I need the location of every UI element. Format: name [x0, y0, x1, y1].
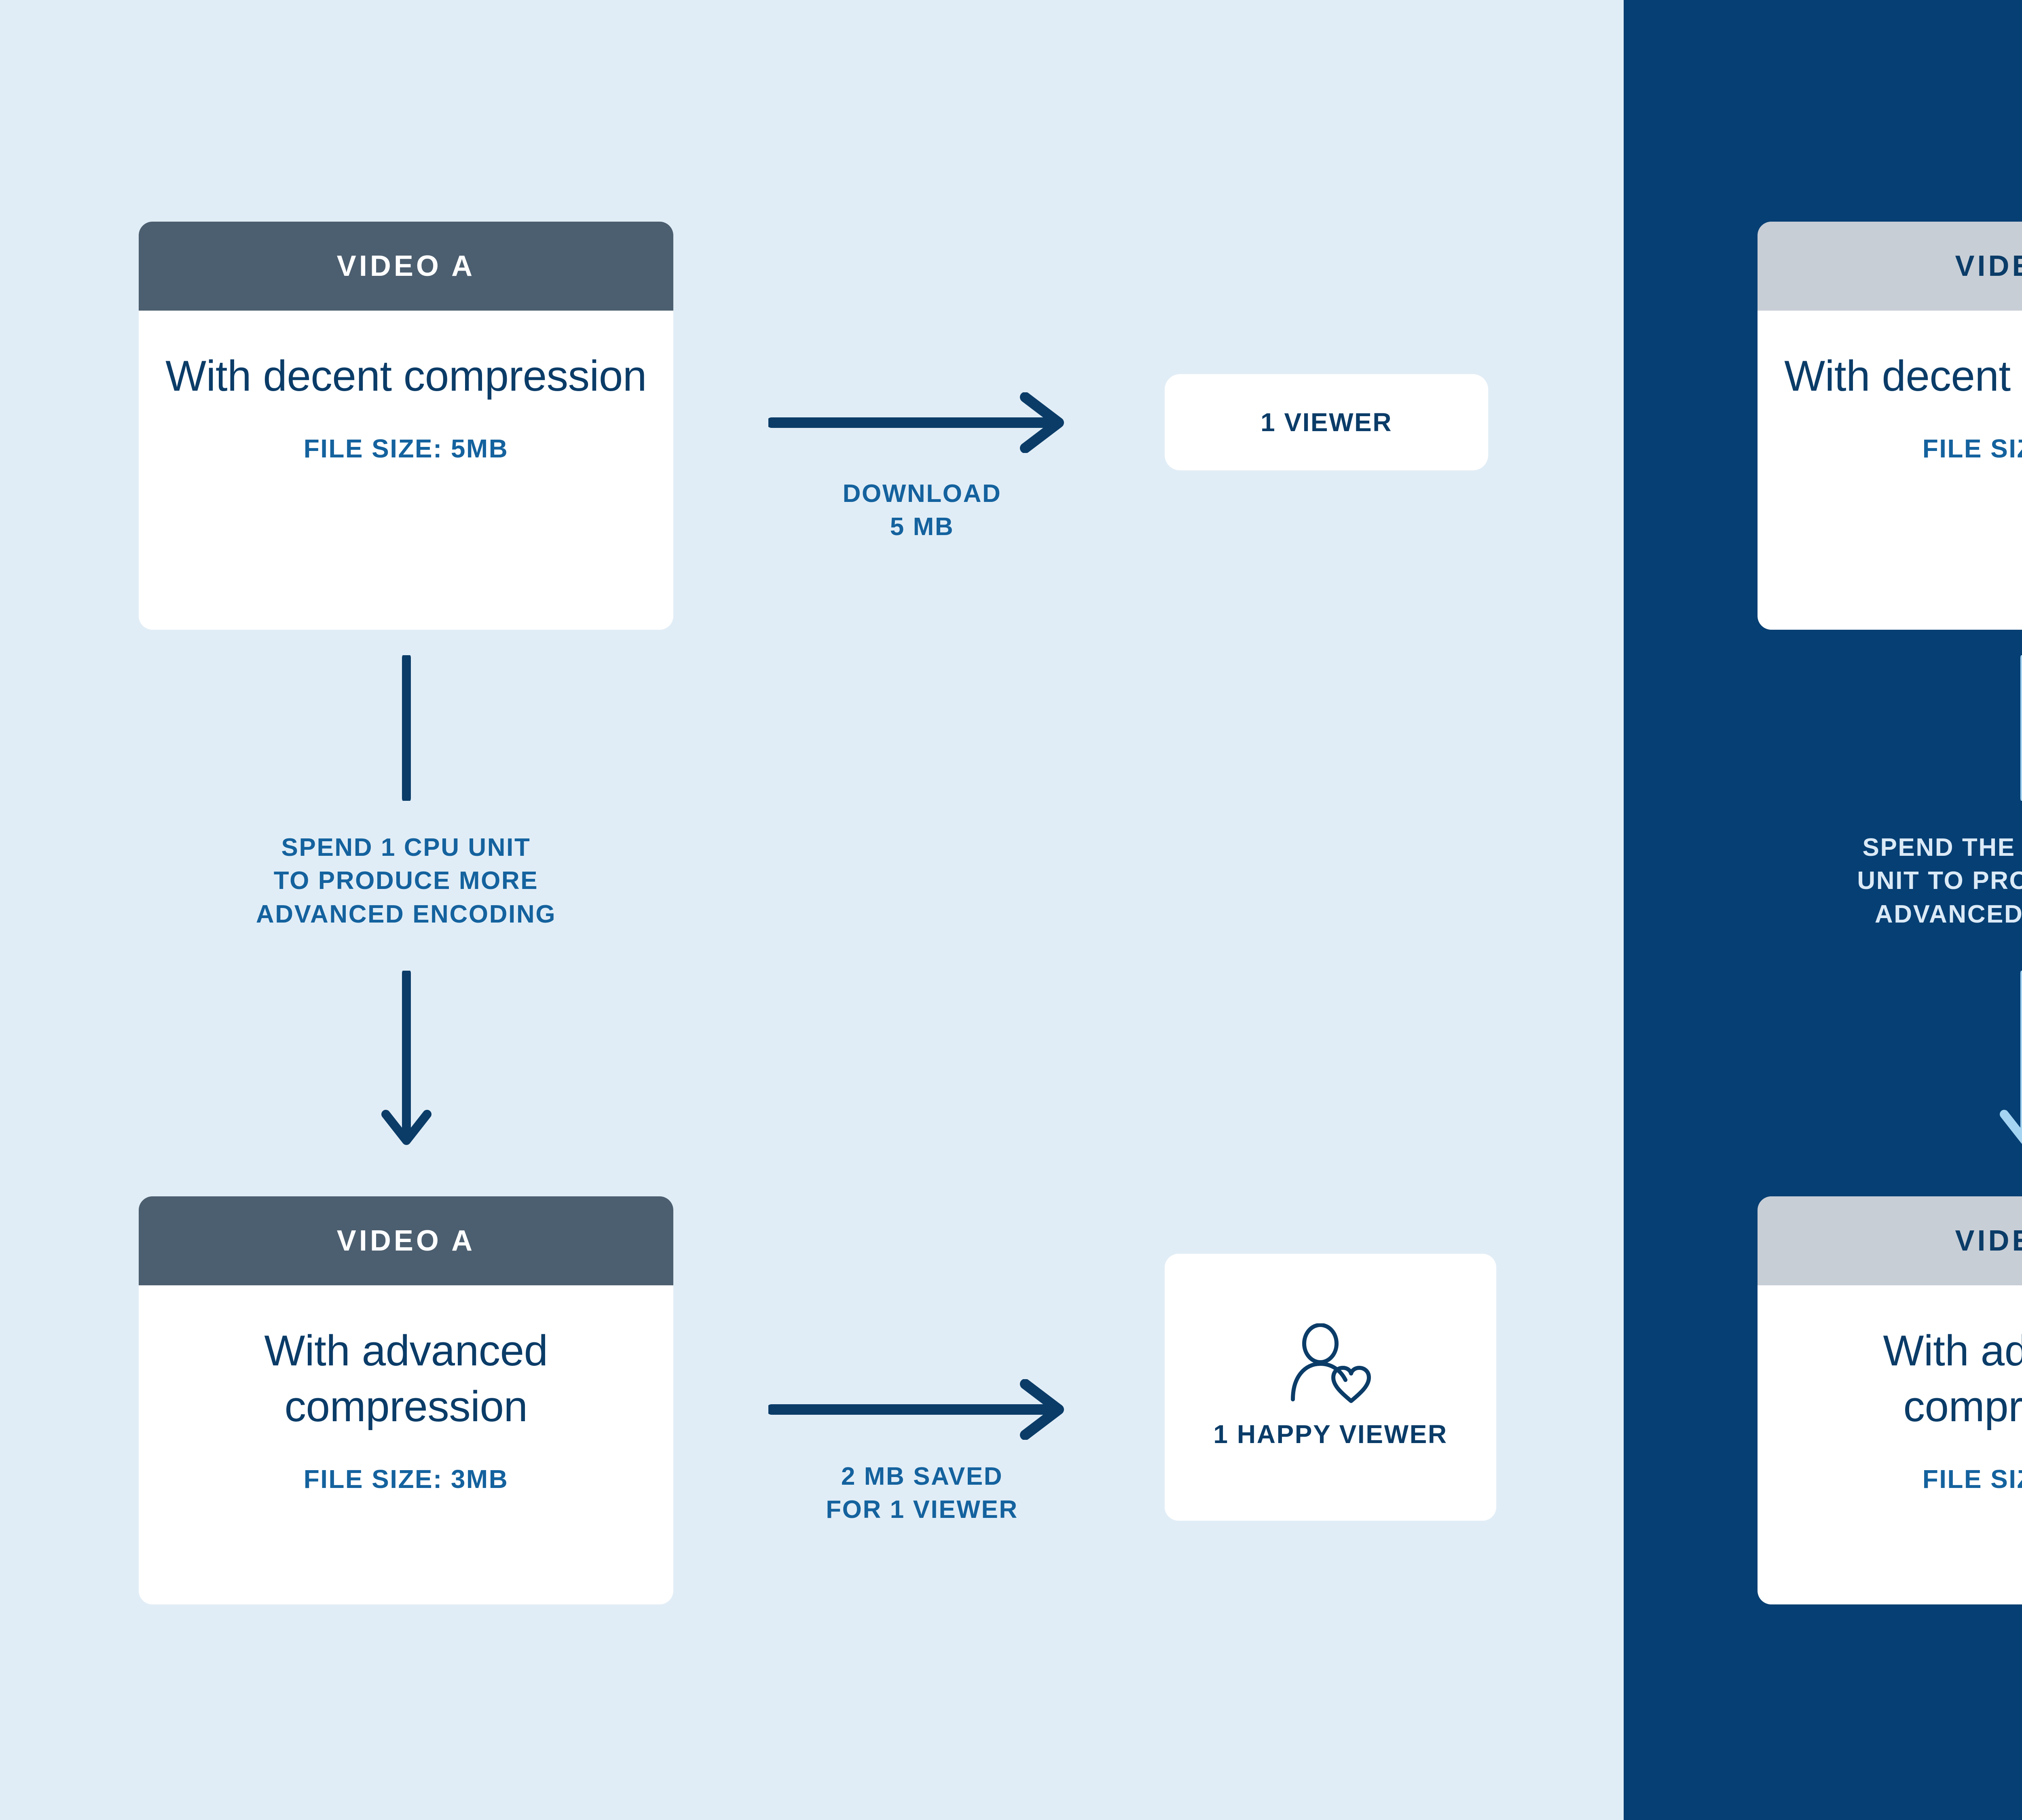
download-arrow-left — [768, 392, 1064, 453]
card-header-label: VIDEO B — [1758, 1196, 2022, 1285]
download-label-left: DOWNLOAD 5 MB — [842, 480, 1002, 541]
card-body: With advanced compression FILE SIZE: 3MB — [139, 1285, 673, 1604]
card-file-size: FILE SIZE: 3MB — [303, 1464, 509, 1494]
card-header-label: VIDEO A — [139, 1196, 673, 1285]
single-happy-viewer-icon — [1291, 1323, 1371, 1403]
card-title: With decent compression — [165, 351, 647, 400]
cpu-arrow-upper-left — [402, 655, 411, 801]
cpu-label-left: SPEND 1 CPU UNIT TO PRODUCE MORE ADVANCE… — [256, 834, 556, 928]
card-title: With decent compression — [1784, 351, 2022, 400]
video-b-decent-card: VIDEO B With decent compression FILE SIZ… — [1758, 222, 2022, 630]
happy-viewer-card-left: 1 HAPPY VIEWER — [1165, 1254, 1496, 1521]
card-file-size: FILE SIZE: 3MB — [1922, 1464, 2022, 1494]
card-header-label: VIDEO B — [1758, 222, 2022, 311]
card-file-size: FILE SIZE: 5MB — [1922, 434, 2022, 463]
happy-viewer-caption: 1 HAPPY VIEWER — [1213, 1420, 1448, 1449]
card-file-size: FILE SIZE: 5MB — [303, 434, 509, 463]
video-b-advanced-card: VIDEO B With advanced compression FILE S… — [1758, 1196, 2022, 1604]
card-body: With advanced compression FILE SIZE: 3MB — [1758, 1285, 2022, 1604]
card-body: With decent compression FILE SIZE: 5MB — [1758, 311, 2022, 630]
viewer-count-badge-left: 1 VIEWER — [1165, 374, 1488, 470]
video-a-advanced-card: VIDEO A With advanced compression FILE S… — [139, 1196, 673, 1604]
savings-arrow-left — [768, 1379, 1064, 1440]
card-header-label: VIDEO A — [139, 222, 673, 311]
cpu-label-right: SPEND THE SAME 1 CPU UNIT TO PRODUCE MOR… — [1857, 834, 2022, 928]
cpu-arrow-lower-left — [381, 971, 431, 1145]
savings-label-left: 2 MB SAVED FOR 1 VIEWER — [826, 1462, 1018, 1524]
video-a-decent-card: VIDEO A With decent compression FILE SIZ… — [139, 222, 673, 630]
card-title: With advanced compression — [264, 1326, 548, 1431]
cpu-arrow-lower-right — [2000, 971, 2022, 1144]
card-title: With advanced compression — [1883, 1326, 2022, 1431]
card-body: With decent compression FILE SIZE: 5MB — [139, 311, 673, 630]
cpu-arrow-upper-right — [2020, 655, 2022, 801]
